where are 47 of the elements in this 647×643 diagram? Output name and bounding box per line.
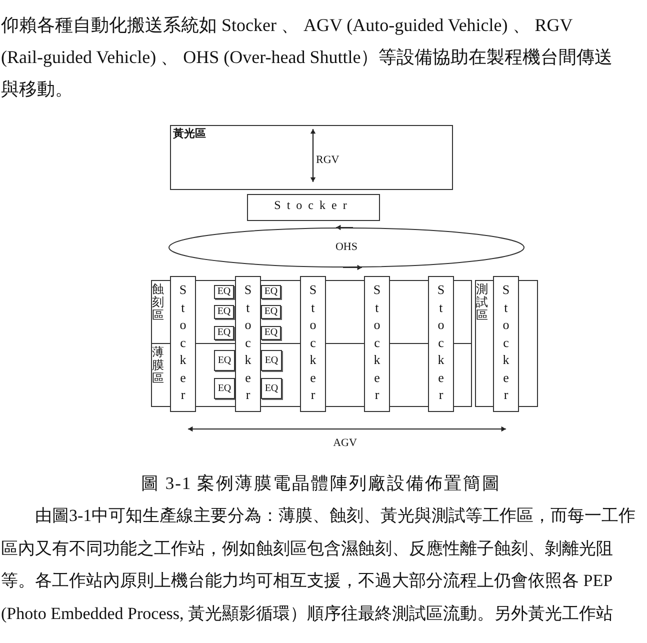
stocker-column <box>300 276 326 412</box>
arrow-label: AGV <box>333 438 357 449</box>
equipment-box <box>261 285 281 299</box>
equipment-box <box>261 378 282 399</box>
equipment-box <box>214 378 235 399</box>
arrow-label: RGV <box>316 155 340 166</box>
stocker-label: Stocker <box>373 281 381 404</box>
zone-label: 蝕刻區 <box>152 283 164 323</box>
equipment-box <box>261 326 281 340</box>
stocker-label: Stocker <box>274 199 353 212</box>
equipment-label: EQ <box>217 307 231 317</box>
area-label: 黃光區 <box>173 128 206 140</box>
stocker-label: Stocker <box>309 281 317 404</box>
track-ellipse <box>168 227 525 268</box>
equipment-box <box>214 285 234 299</box>
zone-label: 薄膜區 <box>152 346 164 386</box>
equipment-label: EQ <box>264 287 278 297</box>
figure-caption: 圖 3-1 案例薄膜電晶體陣列廠設備佈置簡圖 <box>140 473 502 493</box>
stocker-box <box>247 194 380 221</box>
equipment-label: EQ <box>218 384 232 394</box>
stocker-label: Stocker <box>437 281 445 404</box>
zone-label: 測試區 <box>476 283 488 323</box>
stocker-column <box>428 276 454 412</box>
equipment-box <box>261 305 281 319</box>
equipment-label: EQ <box>264 356 278 366</box>
zone-box <box>475 280 538 407</box>
track-label: OHS <box>335 242 358 253</box>
stocker-label: Stocker <box>502 281 510 404</box>
equipment-label: EQ <box>217 328 231 338</box>
stocker-column <box>170 276 196 412</box>
body-paragraph: 由圖3-1中可知生產線主要分為：薄膜、蝕刻、黃光與測試等工作區，而每一工作區內又有不同功能之工作站，例如蝕刻區包含濕蝕刻、反應性離子蝕刻、剝離光阻等。各工作站內原則上機台能力均可相互支援，不過大部分流程上仍會依照各 PEP (Photo Embedded Process, 黃光顯影循環）順序往最終測試區流動。另外黃光工作站 <box>1 505 637 624</box>
equipment-label: EQ <box>264 328 278 338</box>
equipment-label: EQ <box>217 287 231 297</box>
equipment-box <box>214 350 235 371</box>
stocker-column <box>235 276 261 412</box>
equipment-label: EQ <box>264 384 278 394</box>
equipment-box <box>214 326 234 340</box>
stocker-column <box>364 276 390 412</box>
equipment-box <box>214 305 234 319</box>
equipment-label: EQ <box>264 307 278 317</box>
stocker-column <box>493 276 519 412</box>
stocker-label: Stocker <box>244 281 252 404</box>
work-area-box <box>170 125 453 190</box>
body-paragraph: 仰賴各種自動化搬送系統如 Stocker 、 AGV (Auto-guided Vehicle) 、 RGV (Rail-guided Vehicle) 、 OHS (Over-head Shuttle）等設備協助在製程機台間傳送與移動。 <box>1 14 613 101</box>
equipment-box <box>261 350 282 371</box>
equipment-label: EQ <box>218 356 232 366</box>
stocker-label: Stocker <box>179 281 187 404</box>
